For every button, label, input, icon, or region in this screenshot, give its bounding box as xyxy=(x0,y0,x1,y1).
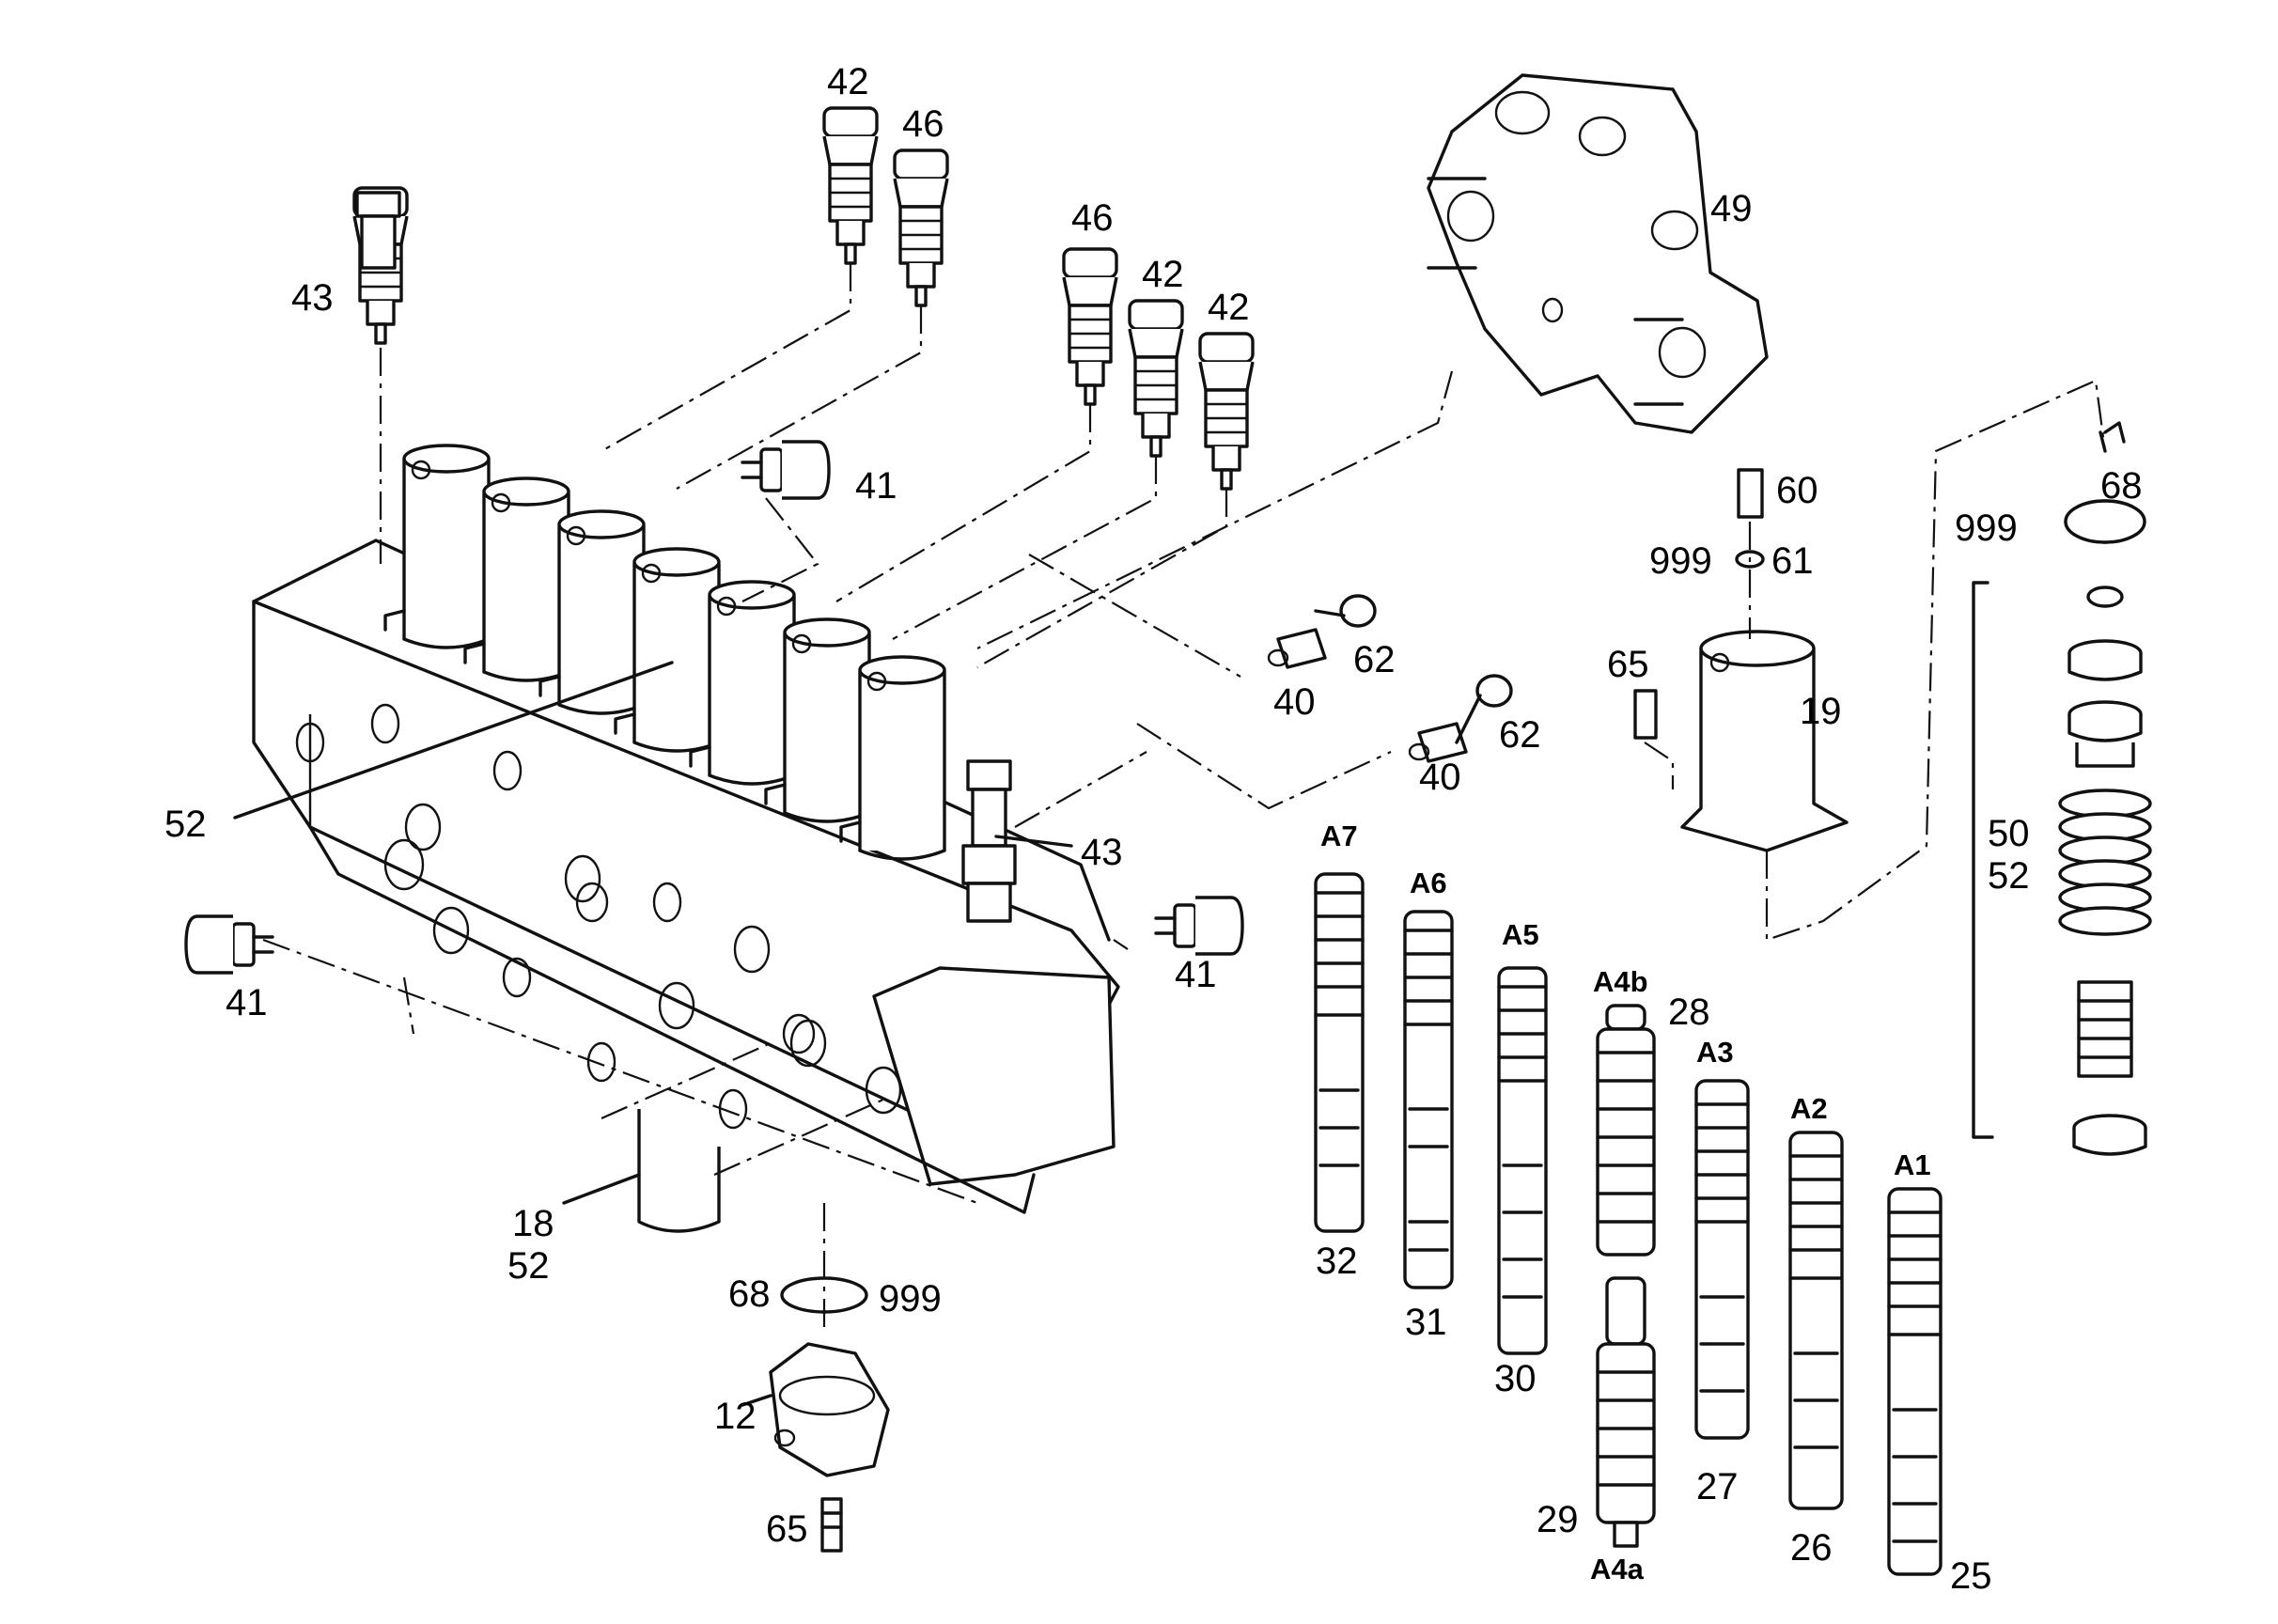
spools xyxy=(1314,872,1943,1576)
label-19: 19 xyxy=(1800,691,1842,732)
label-a4b: A4b xyxy=(1593,965,1648,998)
label-a6: A6 xyxy=(1410,867,1447,899)
label-42: 42 xyxy=(1208,287,1250,328)
label-52: 52 xyxy=(164,804,207,845)
label-999: 999 xyxy=(1649,540,1712,582)
spring-large xyxy=(2058,789,2152,936)
label-46: 46 xyxy=(902,103,944,145)
label-999: 999 xyxy=(879,1278,942,1320)
spool-a7 xyxy=(1314,872,1365,1233)
spring-small xyxy=(2077,980,2133,1078)
label-65: 65 xyxy=(1607,644,1649,685)
label-65: 65 xyxy=(766,1508,808,1550)
cartridge-valves xyxy=(352,106,1255,491)
label-61: 61 xyxy=(1771,540,1814,582)
label-12: 12 xyxy=(714,1396,757,1437)
label-29: 29 xyxy=(1537,1499,1579,1540)
label-40: 40 xyxy=(1419,757,1461,798)
label-62: 62 xyxy=(1499,714,1541,756)
spool-a6 xyxy=(1403,910,1454,1289)
label-42: 42 xyxy=(827,61,869,102)
label-68: 68 xyxy=(2100,465,2143,507)
leader-lines xyxy=(233,421,2126,1407)
block-ports xyxy=(295,703,902,1130)
fitting-43-lower xyxy=(961,759,1017,923)
label-a5: A5 xyxy=(1502,918,1539,951)
spool-a1 xyxy=(1887,1187,1943,1576)
label-41: 41 xyxy=(226,982,268,1023)
fitting-43-upper xyxy=(355,191,401,270)
label-41: 41 xyxy=(1175,954,1217,995)
label-a7: A7 xyxy=(1320,820,1358,852)
label-68: 68 xyxy=(728,1273,771,1315)
assembly-lines xyxy=(262,263,2107,1335)
parts-40-62 xyxy=(1267,594,1513,763)
spool-a3 xyxy=(1694,1079,1750,1440)
label-28: 28 xyxy=(1668,992,1710,1033)
label-26: 26 xyxy=(1790,1527,1833,1569)
spool-a4a xyxy=(1596,1276,1656,1548)
label-30: 30 xyxy=(1494,1358,1537,1399)
label-41: 41 xyxy=(855,465,897,507)
o-ring-68-right xyxy=(2064,499,2146,544)
label-a3: A3 xyxy=(1696,1036,1734,1069)
label-52: 52 xyxy=(507,1245,550,1287)
solenoid-19 xyxy=(1633,468,1849,852)
part-labels: 42 46 46 42 42 43 41 49 60 999 61 68 999… xyxy=(164,61,2143,1597)
label-60: 60 xyxy=(1776,470,1818,511)
label-40: 40 xyxy=(1273,681,1316,723)
label-43: 43 xyxy=(1081,832,1123,873)
spool-a4b xyxy=(1596,1004,1656,1257)
valve-block xyxy=(252,539,1120,1233)
label-a2: A2 xyxy=(1790,1092,1828,1125)
spool-a2 xyxy=(1788,1131,1844,1510)
label-999: 999 xyxy=(1955,508,2018,549)
label-52: 52 xyxy=(1988,855,2030,897)
label-50: 50 xyxy=(1988,813,2030,854)
label-49: 49 xyxy=(1710,188,1753,229)
flange-12 xyxy=(769,1276,890,1553)
label-31: 31 xyxy=(1405,1302,1447,1343)
label-27: 27 xyxy=(1696,1466,1739,1507)
label-62: 62 xyxy=(1353,639,1396,680)
label-32: 32 xyxy=(1316,1241,1358,1282)
label-42: 42 xyxy=(1142,254,1184,295)
label-25: 25 xyxy=(1950,1555,1992,1597)
cover-49 xyxy=(1427,73,1769,434)
spool-a5 xyxy=(1497,966,1548,1355)
label-18: 18 xyxy=(512,1203,554,1244)
label-a1: A1 xyxy=(1894,1148,1931,1181)
label-a4a: A4a xyxy=(1590,1553,1645,1585)
label-43: 43 xyxy=(291,277,334,319)
label-46: 46 xyxy=(1071,197,1114,239)
